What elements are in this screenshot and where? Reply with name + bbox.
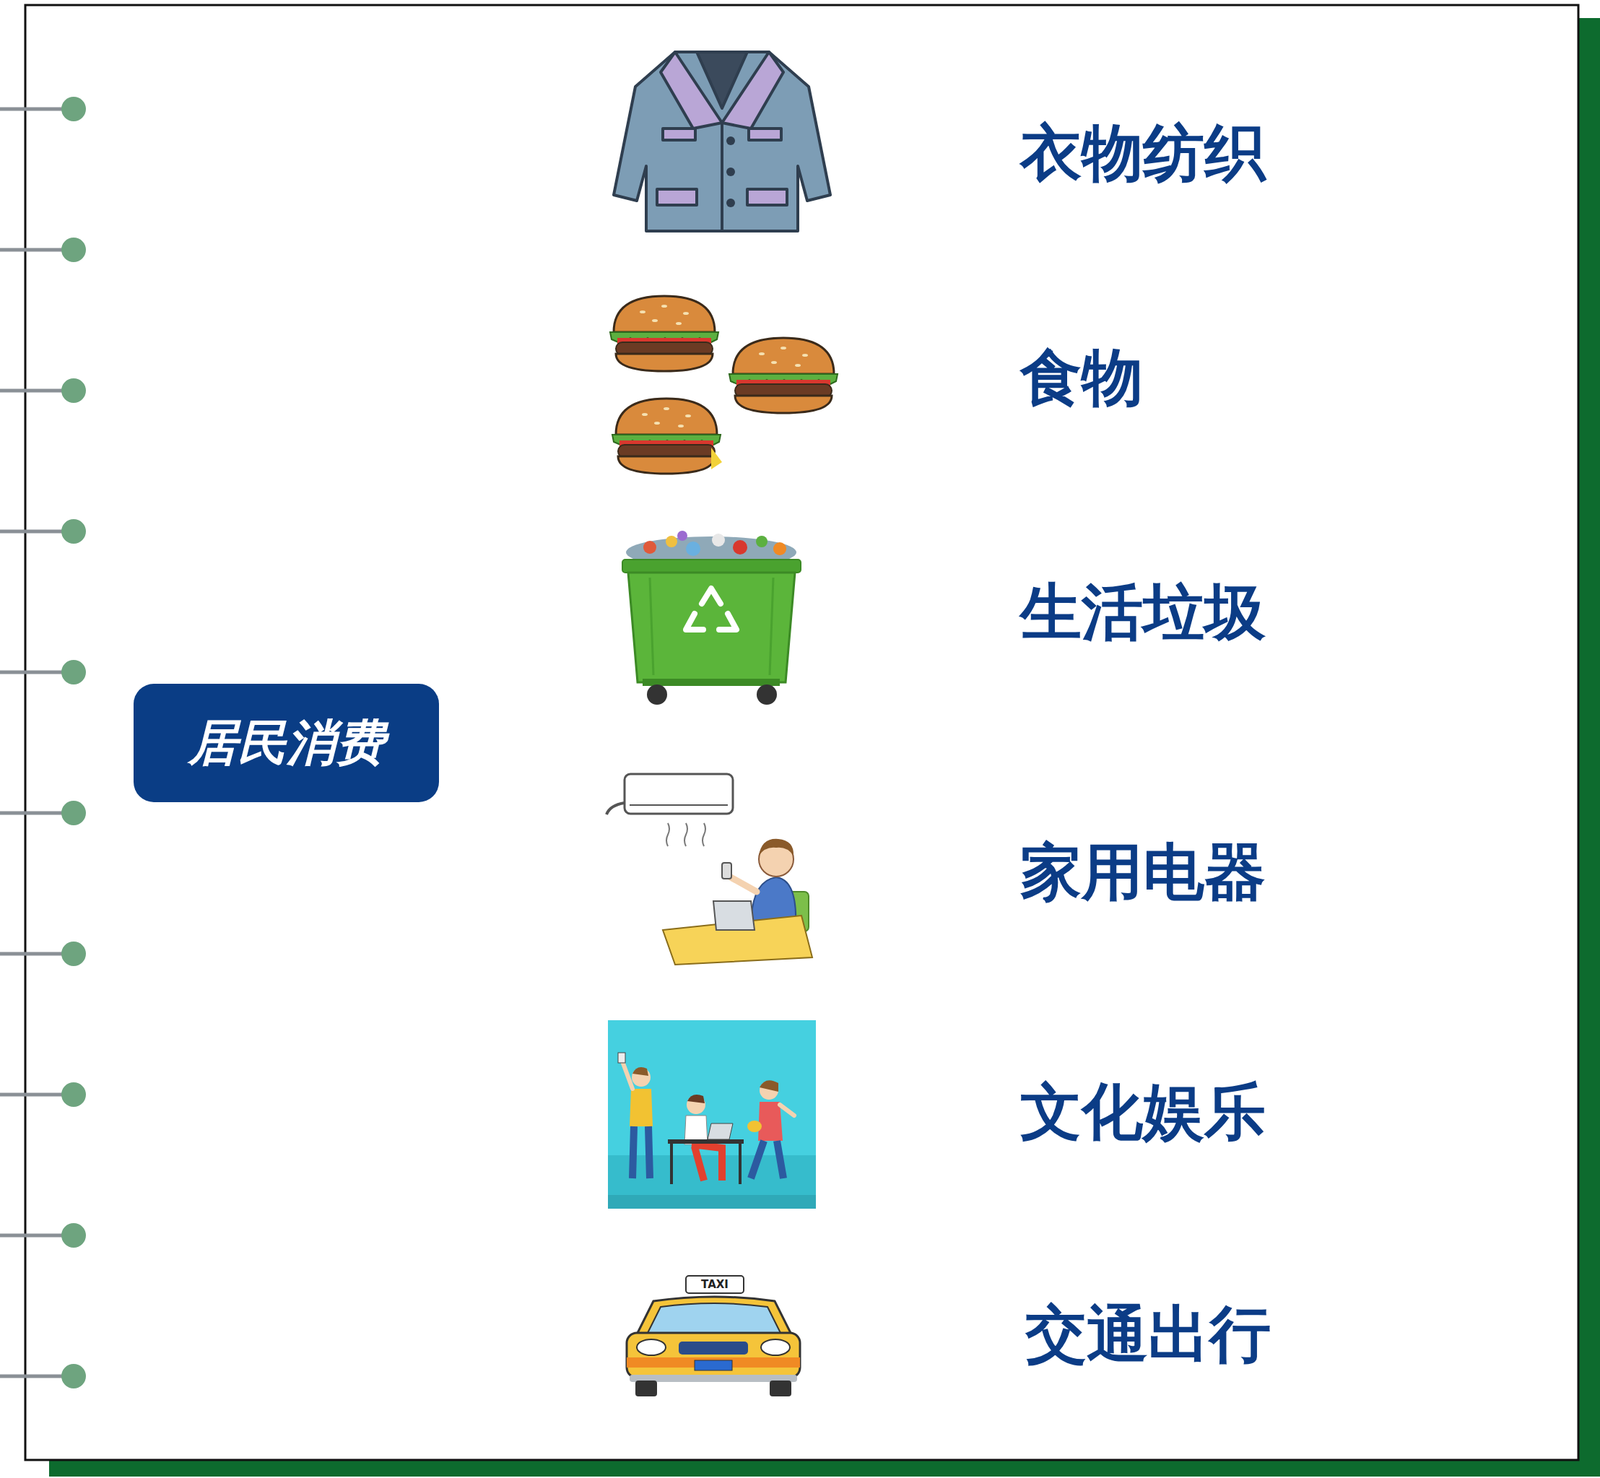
category-label: 文化娱乐	[1020, 1075, 1266, 1149]
category-label: 生活垃圾	[1020, 575, 1266, 650]
category-label: 衣物纺织	[1020, 116, 1266, 190]
category-label: 交通出行	[1025, 1297, 1271, 1372]
category-box: 居民消费	[133, 683, 439, 803]
sign-text: TAXI	[701, 1277, 729, 1291]
node-title: 居民消费	[188, 713, 385, 773]
category-label: 食物	[1020, 340, 1143, 415]
category-label: 家用电器	[1020, 835, 1266, 910]
